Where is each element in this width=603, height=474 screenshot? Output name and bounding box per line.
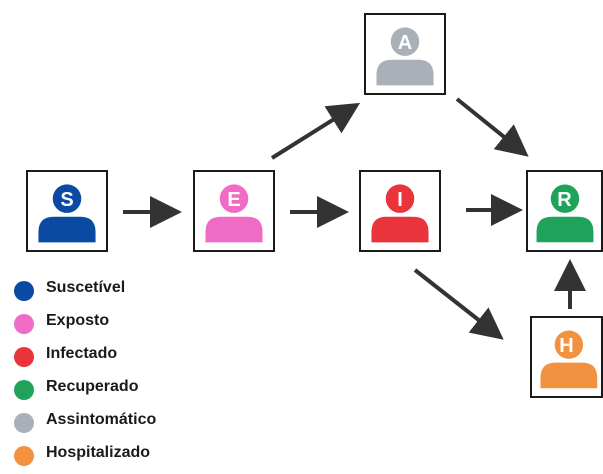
legend-label: Infectado — [46, 345, 118, 362]
node-letter: I — [397, 189, 403, 211]
person-icon — [376, 27, 434, 86]
legend-dot — [14, 314, 34, 334]
node-hospitalizado: H — [530, 316, 603, 398]
node-letter: R — [557, 189, 572, 211]
legend-dot — [14, 380, 34, 400]
legend-label: Suscetível — [46, 279, 126, 296]
node-exposto: E — [193, 170, 275, 252]
arrow-e-to-a — [270, 102, 361, 160]
node-recuperado: R — [526, 170, 603, 252]
person-icon — [540, 330, 598, 389]
legend-dot — [14, 413, 34, 433]
arrow-i-to-h — [413, 268, 504, 340]
node-letter: H — [559, 335, 574, 357]
legend-label: Assintomático — [46, 411, 157, 428]
legend-label: Recuperado — [46, 378, 139, 395]
legend-dot — [14, 281, 34, 301]
node-letter: E — [227, 189, 241, 211]
person-icon — [371, 184, 429, 243]
person-icon — [536, 184, 594, 243]
legend-label: Exposto — [46, 312, 110, 329]
legend-label: Hospitalizado — [46, 444, 151, 461]
node-letter: S — [60, 189, 74, 211]
legend-dot — [14, 347, 34, 367]
legend-dot — [14, 446, 34, 466]
node-assintomatico: A — [364, 13, 446, 95]
node-letter: A — [397, 32, 413, 54]
arrow-a-to-r — [455, 97, 529, 157]
node-suscetivel: S — [26, 170, 108, 252]
person-icon — [205, 184, 263, 243]
node-infectado: I — [359, 170, 441, 252]
person-icon — [38, 184, 96, 243]
